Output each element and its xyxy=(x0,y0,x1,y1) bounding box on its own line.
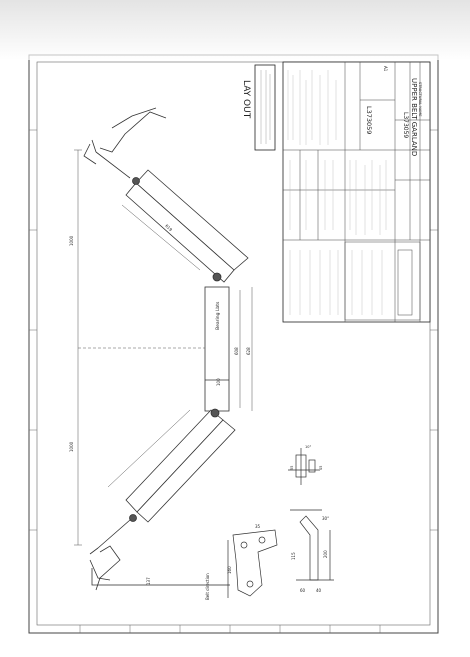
angle-30: 30° xyxy=(322,516,329,521)
dim-608: 608 xyxy=(234,347,239,355)
dim-60: 60 xyxy=(300,588,306,593)
dim-1000-upper: 1000 xyxy=(69,235,74,246)
dim-628: 628 xyxy=(246,347,251,355)
upper-roller xyxy=(135,169,249,271)
scan-shadow xyxy=(0,0,470,60)
dim-137: 137 xyxy=(146,577,151,585)
dim-160: 160 xyxy=(227,566,232,574)
garland-layout xyxy=(83,107,249,591)
part-number-1: L373059 xyxy=(365,106,373,134)
dim-200: 200 xyxy=(323,550,328,558)
joint-lower xyxy=(210,408,220,418)
part-number-2: L373059 xyxy=(402,112,409,138)
detail-hook xyxy=(290,509,334,581)
dim-45: 45 xyxy=(319,466,323,470)
detail-plate xyxy=(227,529,278,598)
bearing-label: Bearing Lbts xyxy=(215,301,221,330)
title-block xyxy=(282,61,431,323)
layout-box xyxy=(254,64,276,151)
dim-115: 115 xyxy=(291,552,296,560)
revision: A1 xyxy=(383,66,388,72)
belt-direction-label: Belt direction xyxy=(205,573,210,600)
center-roller xyxy=(204,286,230,412)
dim-35: 35 xyxy=(255,524,261,529)
title-line-2: STRUCTURAL NAME xyxy=(418,82,422,117)
angle-10: 10° xyxy=(305,445,311,449)
title-line-1: UPPER BELT GARLAND xyxy=(410,78,418,156)
dim-40: 40 xyxy=(316,588,322,593)
dim-55: 55 xyxy=(290,466,294,470)
dim-100: 100 xyxy=(216,378,221,386)
dimension-lines xyxy=(74,149,253,586)
dim-619: 619 xyxy=(164,223,173,232)
layout-box-notes xyxy=(260,70,271,144)
border-ticks xyxy=(29,129,438,633)
layout-title: LAY OUT xyxy=(241,80,251,119)
inner-frame xyxy=(36,61,431,626)
detail-pin xyxy=(288,448,320,485)
dim-1000-lower: 1000 xyxy=(69,441,74,452)
joint-upper xyxy=(212,272,222,282)
lower-roller xyxy=(125,409,224,513)
